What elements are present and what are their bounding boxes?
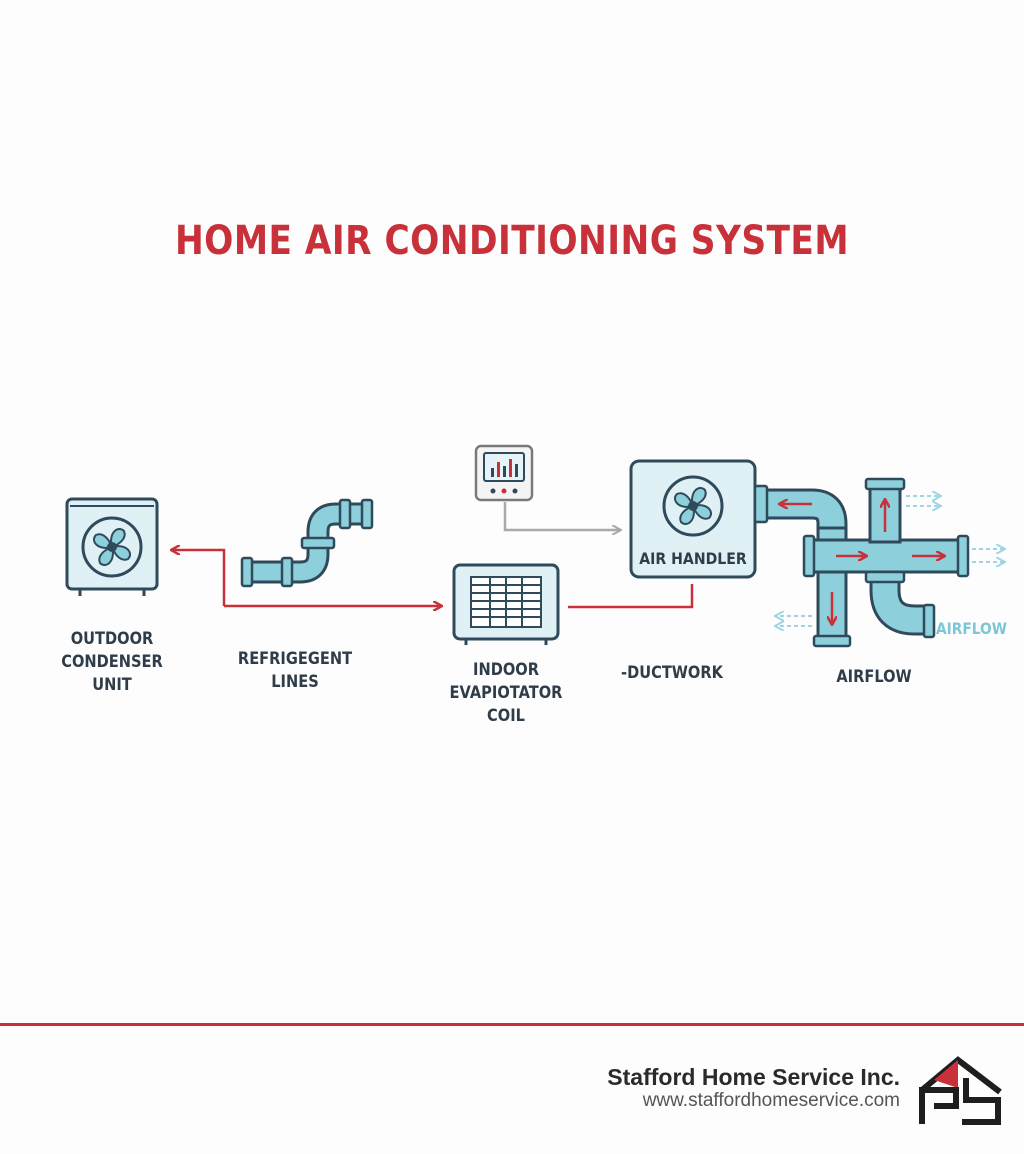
company-name: Stafford Home Service Inc.: [607, 1064, 900, 1090]
company-website: www.staffordhomeservice.com: [642, 1090, 900, 1111]
evaporator-coil-label: INDOOR EVAPIOTATOR COIL: [449, 660, 563, 726]
duct-flow-arrows: [780, 500, 944, 624]
refrigerant-line-to-condenser: [172, 550, 226, 606]
outdoor-condenser-unit-icon: [65, 497, 159, 596]
air-handler-icon: [629, 459, 757, 579]
outdoor-condenser-unit-label: OUTDOOR CONDENSER UNIT: [61, 629, 163, 695]
airflow-label: AIRFLOW: [836, 667, 912, 687]
refrigerant-pipe-icon: [240, 498, 374, 588]
thermostat-signal-line: [503, 502, 620, 530]
footer-divider: [0, 1023, 1024, 1026]
coil-to-air-handler-line: [568, 584, 694, 609]
ductwork-label: -DUCTWORK: [621, 663, 723, 683]
airflow-arrows-icon: [776, 496, 1004, 626]
diagram-title: HOME AIR CONDITIONING SYSTEM: [174, 218, 850, 264]
house-logo-icon: [919, 1056, 1002, 1125]
thermostat-icon: [474, 444, 534, 502]
airflow-side-label: AIRFLOW: [936, 619, 1007, 638]
refrigerant-lines-label: REFRIGEGENT LINES: [237, 649, 353, 692]
evaporator-coil-icon: [452, 563, 560, 645]
air-handler-label: AIR HANDLER: [639, 549, 747, 568]
